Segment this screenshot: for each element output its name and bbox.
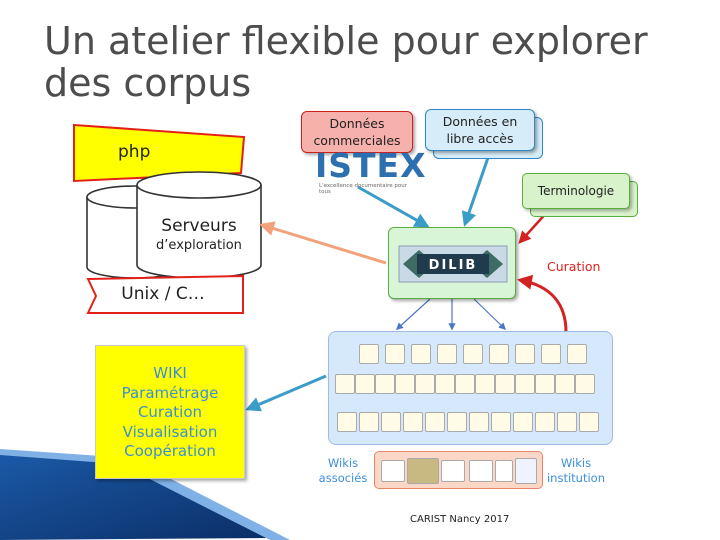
wiki-icon[interactable] xyxy=(515,374,535,394)
istex-logo: ISTEX L'excellence documentaire pour tou… xyxy=(315,146,427,196)
wiki-icon[interactable] xyxy=(535,412,555,432)
wiki-line-wiki: WIKI xyxy=(153,364,187,382)
wiki-icon[interactable] xyxy=(437,344,457,364)
istex-logo-text: ISTEX xyxy=(315,146,427,185)
wiki-icon[interactable] xyxy=(435,374,455,394)
dilib-logo-image xyxy=(398,245,508,283)
wiki-icon[interactable] xyxy=(475,374,495,394)
dilib-logo-text: DILIB xyxy=(428,258,478,273)
arrow-istex-to-dilib xyxy=(357,185,430,228)
wiki-icon[interactable] xyxy=(515,344,535,364)
wiki-icon[interactable] xyxy=(575,374,595,394)
associated-wiki-thumbnail[interactable] xyxy=(469,460,493,482)
wiki-icon[interactable] xyxy=(395,374,415,394)
commercial-line-1: Données xyxy=(329,116,385,131)
arrow-curation xyxy=(517,274,568,333)
wiki-icon[interactable] xyxy=(403,412,423,432)
wiki-icon[interactable] xyxy=(335,374,355,394)
terminology-label: Terminologie xyxy=(537,184,615,198)
wiki-icon[interactable] xyxy=(579,412,599,432)
associated-wikis-panel xyxy=(374,451,543,489)
wiki-icon[interactable] xyxy=(495,374,515,394)
associated-wiki-thumbnail[interactable] xyxy=(495,460,513,482)
open-line-2: libre accès xyxy=(446,131,514,146)
servers-subtitle: d’exploration xyxy=(156,238,242,253)
arrow-dilib-to-wikis-3 xyxy=(473,298,507,331)
wiki-icon[interactable] xyxy=(555,374,575,394)
wikis-associated-line-1: Wikis xyxy=(327,456,359,470)
arrow-open-to-dilib xyxy=(461,151,492,227)
slide-title: Un atelier flexible pour explorer des co… xyxy=(44,20,684,104)
wikis-institution-line-2: institution xyxy=(546,471,605,485)
wikis-institution-line-1: Wikis xyxy=(560,456,592,470)
wiki-icon[interactable] xyxy=(557,412,577,432)
wiki-icon[interactable] xyxy=(381,412,401,432)
servers-title: Serveurs xyxy=(161,216,237,236)
wiki-icon[interactable] xyxy=(513,412,533,432)
wiki-icon[interactable] xyxy=(411,344,431,364)
arrow-dilib-to-wikis-1 xyxy=(395,298,431,330)
slide-footer: CARIST Nancy 2017 xyxy=(410,514,510,525)
associated-wiki-thumbnail[interactable] xyxy=(381,460,405,482)
unix-label: Unix / C… xyxy=(121,284,205,304)
wiki-icon[interactable] xyxy=(469,412,489,432)
unix-banner xyxy=(86,274,244,314)
open-line-1: Données en xyxy=(442,114,518,129)
wiki-icon[interactable] xyxy=(355,374,375,394)
dilib-box: DILIB xyxy=(388,227,516,299)
wiki-icon[interactable] xyxy=(359,344,379,364)
curation-label: Curation xyxy=(547,259,601,274)
wiki-line-parametrage: Paramétrage xyxy=(121,383,219,402)
wiki-icon[interactable] xyxy=(455,374,475,394)
istex-tagline: L'excellence documentaire pour tous xyxy=(319,183,408,195)
wiki-icon[interactable] xyxy=(415,374,435,394)
wiki-icon[interactable] xyxy=(385,344,405,364)
title-line-2: des corpus xyxy=(44,61,252,105)
decorative-band xyxy=(0,452,270,540)
wikis-associated-label: Wikis associés xyxy=(316,456,370,486)
wiki-icon[interactable] xyxy=(375,374,395,394)
wiki-line-cooperation: Coopération xyxy=(124,442,216,460)
title-line-1: Un atelier flexible pour explorer xyxy=(44,19,648,63)
wikis-associated-line-2: associés xyxy=(318,471,368,485)
php-banner xyxy=(73,123,246,183)
wiki-icon[interactable] xyxy=(491,412,511,432)
wiki-icon[interactable] xyxy=(567,344,587,364)
wiki-box: WIKI Paramétrage Curation Visualisation … xyxy=(95,345,245,479)
open-data-box: Données en libre accès xyxy=(425,109,535,151)
wiki-icon[interactable] xyxy=(535,374,555,394)
wikis-institution-label: Wikis institution xyxy=(546,456,606,486)
wiki-icon[interactable] xyxy=(489,344,509,364)
php-label: php xyxy=(118,142,151,162)
associated-wiki-thumbnail[interactable] xyxy=(441,460,465,482)
terminology-box: Terminologie xyxy=(522,173,630,209)
arrow-dilib-to-servers xyxy=(259,221,387,265)
commercial-line-2: commerciales xyxy=(313,133,401,148)
arrow-wikis-to-wikibox xyxy=(245,374,327,412)
associated-wiki-thumbnail[interactable] xyxy=(407,458,439,484)
wiki-icon[interactable] xyxy=(359,412,379,432)
wiki-icon[interactable] xyxy=(447,412,467,432)
wikis-panel xyxy=(328,331,613,445)
commercial-data-box: Données commerciales xyxy=(301,111,413,153)
associated-wiki-thumbnail[interactable] xyxy=(515,458,537,484)
wiki-icon[interactable] xyxy=(337,412,357,432)
wiki-line-visualisation: Visualisation xyxy=(122,422,218,441)
wiki-line-curation: Curation xyxy=(137,403,203,421)
wiki-icon[interactable] xyxy=(541,344,561,364)
wiki-icon[interactable] xyxy=(463,344,483,364)
wiki-icon[interactable] xyxy=(425,412,445,432)
